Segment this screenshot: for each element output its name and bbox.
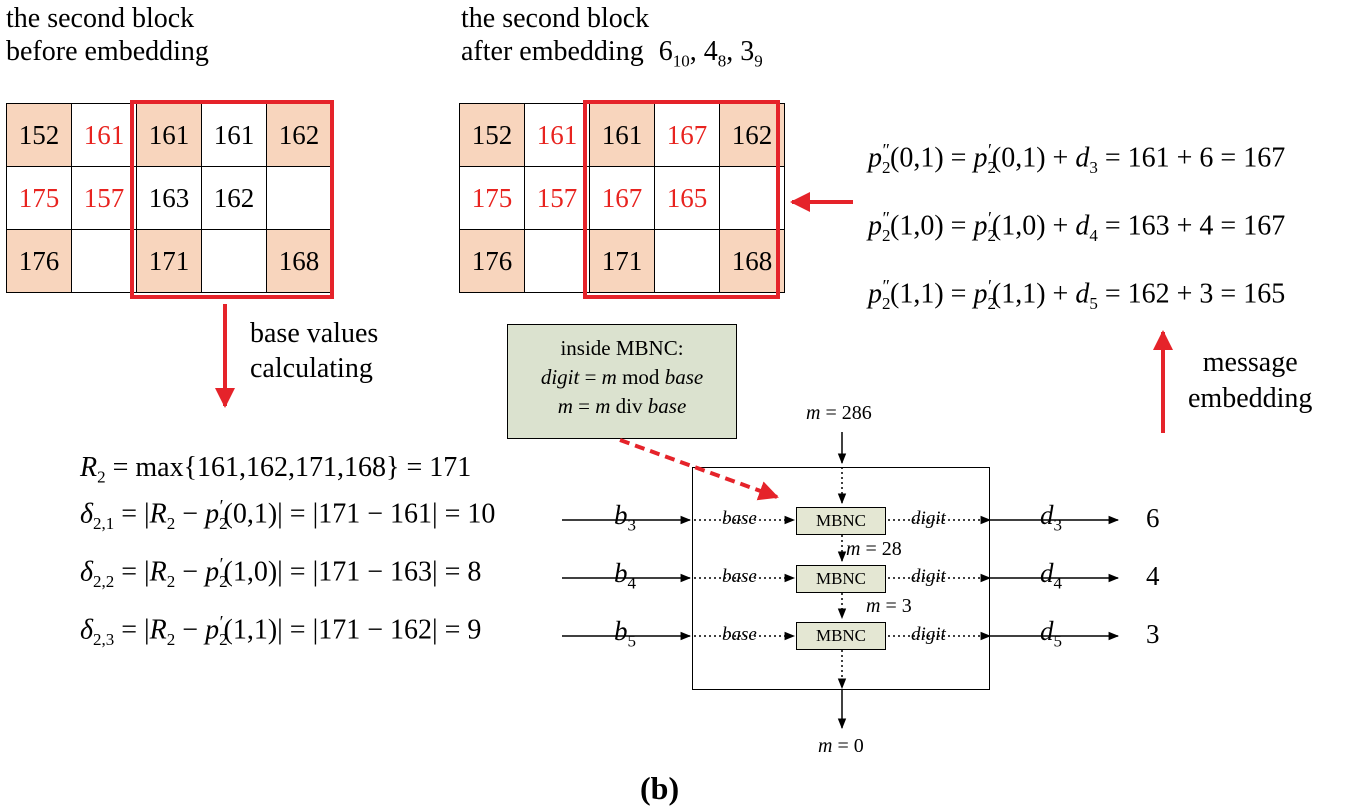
embedding-equation: p2″(0,1) = p2′(0,1) + d3 = 161 + 6 = 167 xyxy=(868,140,1286,177)
output-d-label: d4 xyxy=(1040,558,1062,594)
after-window-outline xyxy=(583,100,780,299)
input-b-label: b3 xyxy=(614,500,636,536)
m-top-label: m = 286 xyxy=(806,402,872,424)
mbnc-unit-2: MBNC xyxy=(796,565,886,593)
r2-formula: R2 = max{161,162,171,168} = 171 xyxy=(80,452,472,487)
pixel-cell: 171 xyxy=(589,229,655,293)
embedded-digits: 610, 48, 39 xyxy=(658,36,763,71)
embedding-equation: p2″(1,1) = p2′(1,1) + d5 = 162 + 3 = 165 xyxy=(868,275,1286,313)
delta-formula: δ2,1 = |R2 − p2′(0,1)| = |171 − 161| = 1… xyxy=(80,496,496,533)
caption: (b) xyxy=(640,770,680,806)
pixel-cell: 163 xyxy=(136,166,202,230)
base-word: base xyxy=(722,624,757,646)
embedding-equation: p2″(1,0) = p2′(1,0) + d4 = 163 + 4 = 167 xyxy=(868,207,1286,245)
pixel-cell: 176 xyxy=(6,229,72,293)
pixel-cell: 167 xyxy=(589,166,655,230)
pixel-cell: 171 xyxy=(136,229,202,293)
pixel-cell: 152 xyxy=(6,103,72,167)
pixel-cell: 161 xyxy=(201,103,267,167)
mbnc-note-box: inside MBNC: digit = m mod base m = m di… xyxy=(507,324,737,439)
output-d-label: d3 xyxy=(1040,500,1062,536)
pixel-cell: 152 xyxy=(459,103,525,167)
digit-word: digit xyxy=(911,508,946,530)
output-value: 3 xyxy=(1146,619,1160,649)
m-mid2-label: m = 3 xyxy=(866,595,912,617)
pixel-cell xyxy=(71,229,137,293)
pixel-cell: 168 xyxy=(266,229,332,293)
pixel-cell: 175 xyxy=(6,166,72,230)
base-values-label: base values calculating xyxy=(250,318,379,384)
message-embedding-label: message embedding xyxy=(1188,347,1313,414)
digit-word: digit xyxy=(911,566,946,588)
m-bottom-label: m = 0 xyxy=(818,735,864,757)
digit-word: digit xyxy=(911,624,946,646)
mbnc-unit-1: MBNC xyxy=(796,507,886,535)
pixel-cell: 165 xyxy=(654,166,720,230)
pixel-cell: 168 xyxy=(719,229,785,293)
pixel-cell xyxy=(201,229,267,293)
before-title: the second block before embedding xyxy=(6,3,209,67)
input-b-label: b5 xyxy=(614,616,636,652)
base-word: base xyxy=(722,566,757,588)
pixel-cell xyxy=(719,166,785,230)
pixel-cell: 161 xyxy=(136,103,202,167)
after-title: the second block after embedding 610, 48… xyxy=(461,3,763,71)
output-value: 6 xyxy=(1146,503,1160,533)
arrow-note-dashed xyxy=(619,438,779,501)
before-window-outline xyxy=(130,100,334,299)
pixel-cell: 161 xyxy=(524,103,590,167)
embedding-equations: p2″(0,1) = p2′(0,1) + d3 = 161 + 6 = 167… xyxy=(868,125,1285,329)
pixel-cell xyxy=(524,229,590,293)
pixel-cell: 162 xyxy=(201,166,267,230)
pixel-cell: 157 xyxy=(524,166,590,230)
pixel-cell: 161 xyxy=(71,103,137,167)
pixel-cell: 176 xyxy=(459,229,525,293)
pixel-cell: 162 xyxy=(719,103,785,167)
output-d-label: d5 xyxy=(1040,616,1062,652)
mbnc-unit-3: MBNC xyxy=(796,622,886,650)
pixel-cell: 162 xyxy=(266,103,332,167)
delta-formula: δ2,2 = |R2 − p2′(1,0)| = |171 − 163| = 8 xyxy=(80,554,482,591)
output-value: 4 xyxy=(1146,561,1160,591)
m-mid1-label: m = 28 xyxy=(846,538,902,560)
delta-formula: δ2,3 = |R2 − p2′(1,1)| = |171 − 162| = 9 xyxy=(80,612,482,649)
input-b-label: b4 xyxy=(614,558,636,594)
pixel-cell xyxy=(654,229,720,293)
pixel-cell: 157 xyxy=(71,166,137,230)
base-word: base xyxy=(722,508,757,530)
